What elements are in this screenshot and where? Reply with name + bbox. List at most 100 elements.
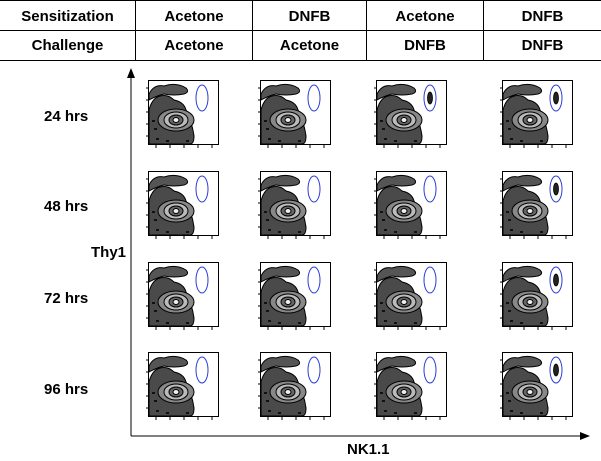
- contour-plot: [258, 352, 331, 420]
- nkt-gate-ellipse: [549, 266, 563, 294]
- density-speck: [154, 400, 157, 402]
- density-speck: [264, 392, 267, 394]
- density-speck: [394, 322, 397, 324]
- sensitization-col-2: DNFB: [288, 8, 331, 25]
- density-contour-top: [260, 83, 301, 101]
- sensitization-label: Sensitization: [21, 8, 114, 25]
- contour-panel: [258, 352, 332, 424]
- density-speck: [278, 322, 281, 324]
- gated-population: [553, 91, 559, 105]
- density-speck: [154, 128, 157, 130]
- sensitization-col-4: DNFB: [521, 8, 564, 25]
- density-contour-ring: [172, 208, 180, 214]
- density-speck: [510, 320, 513, 322]
- density-contour-ring: [400, 117, 408, 123]
- contour-panel: [258, 262, 332, 334]
- density-contour-top: [148, 265, 189, 283]
- density-speck: [298, 412, 301, 414]
- contour-plot: [500, 352, 573, 420]
- density-speck: [510, 410, 513, 412]
- density-speck: [152, 392, 155, 394]
- header-bottom-rule: [0, 60, 601, 61]
- contour-plot: [500, 171, 573, 239]
- density-speck: [298, 231, 301, 233]
- density-speck: [266, 310, 269, 312]
- nkt-gate-ellipse: [307, 84, 321, 112]
- contour-panel: [500, 171, 574, 243]
- density-speck: [394, 140, 397, 142]
- density-speck: [508, 400, 511, 402]
- density-speck: [298, 140, 301, 142]
- nkt-gate-ellipse: [423, 175, 437, 203]
- gated-population: [553, 182, 559, 196]
- density-speck: [380, 392, 383, 394]
- density-contour-ring: [284, 389, 292, 395]
- density-speck: [156, 320, 159, 322]
- x-axis-title: NK1.1: [347, 441, 390, 458]
- contour-panel: [146, 262, 220, 334]
- density-speck: [186, 231, 189, 233]
- density-speck: [186, 412, 189, 414]
- density-speck: [278, 231, 281, 233]
- density-speck: [384, 138, 387, 140]
- density-speck: [166, 322, 169, 324]
- header-col-divider: [366, 1, 367, 60]
- density-speck: [268, 229, 271, 231]
- density-contour-top: [502, 174, 543, 192]
- nkt-gate-ellipse: [423, 84, 437, 112]
- contour-plot: [500, 80, 573, 148]
- density-speck: [540, 412, 543, 414]
- gated-population: [553, 363, 559, 377]
- contour-panel: [146, 352, 220, 424]
- density-speck: [540, 140, 543, 142]
- sensitization-col-3: Acetone: [395, 8, 455, 25]
- density-speck: [166, 140, 169, 142]
- density-speck: [268, 410, 271, 412]
- density-speck: [384, 320, 387, 322]
- contour-panel: [500, 352, 574, 424]
- nkt-gate-ellipse: [195, 175, 209, 203]
- density-contour-ring: [172, 389, 180, 395]
- density-contour-top: [502, 83, 543, 101]
- contour-plot: [374, 352, 447, 420]
- contour-plot: [374, 171, 447, 239]
- contour-plot: [258, 171, 331, 239]
- density-speck: [384, 410, 387, 412]
- challenge-row: Challenge Acetone Acetone DNFB DNFB: [0, 31, 601, 61]
- contour-panel: [146, 80, 220, 152]
- density-speck: [380, 120, 383, 122]
- density-speck: [382, 310, 385, 312]
- contour-panel: [374, 171, 448, 243]
- density-contour-ring: [526, 389, 534, 395]
- contour-plot: [500, 262, 573, 330]
- density-contour-top: [376, 265, 417, 283]
- density-speck: [506, 302, 509, 304]
- header-col-divider: [252, 1, 253, 60]
- density-contour-top: [502, 355, 543, 373]
- density-contour-top: [148, 355, 189, 373]
- density-speck: [268, 138, 271, 140]
- header-top-rule: [0, 0, 601, 1]
- density-speck: [394, 231, 397, 233]
- density-contour-top: [148, 83, 189, 101]
- density-speck: [186, 140, 189, 142]
- density-speck: [414, 322, 417, 324]
- density-speck: [506, 392, 509, 394]
- challenge-label: Challenge: [31, 37, 104, 54]
- row-label-72hrs: 72 hrs: [44, 290, 89, 307]
- density-speck: [520, 140, 523, 142]
- density-speck: [154, 219, 157, 221]
- contour-panel: [500, 262, 574, 334]
- nkt-gate-ellipse: [195, 356, 209, 384]
- density-speck: [266, 128, 269, 130]
- nkt-gate-ellipse: [549, 356, 563, 384]
- density-contour-ring: [284, 208, 292, 214]
- challenge-col-3: DNFB: [404, 37, 446, 54]
- contour-plot: [258, 80, 331, 148]
- density-speck: [414, 140, 417, 142]
- density-speck: [508, 310, 511, 312]
- density-speck: [380, 211, 383, 213]
- contour-panel: [374, 80, 448, 152]
- density-speck: [156, 138, 159, 140]
